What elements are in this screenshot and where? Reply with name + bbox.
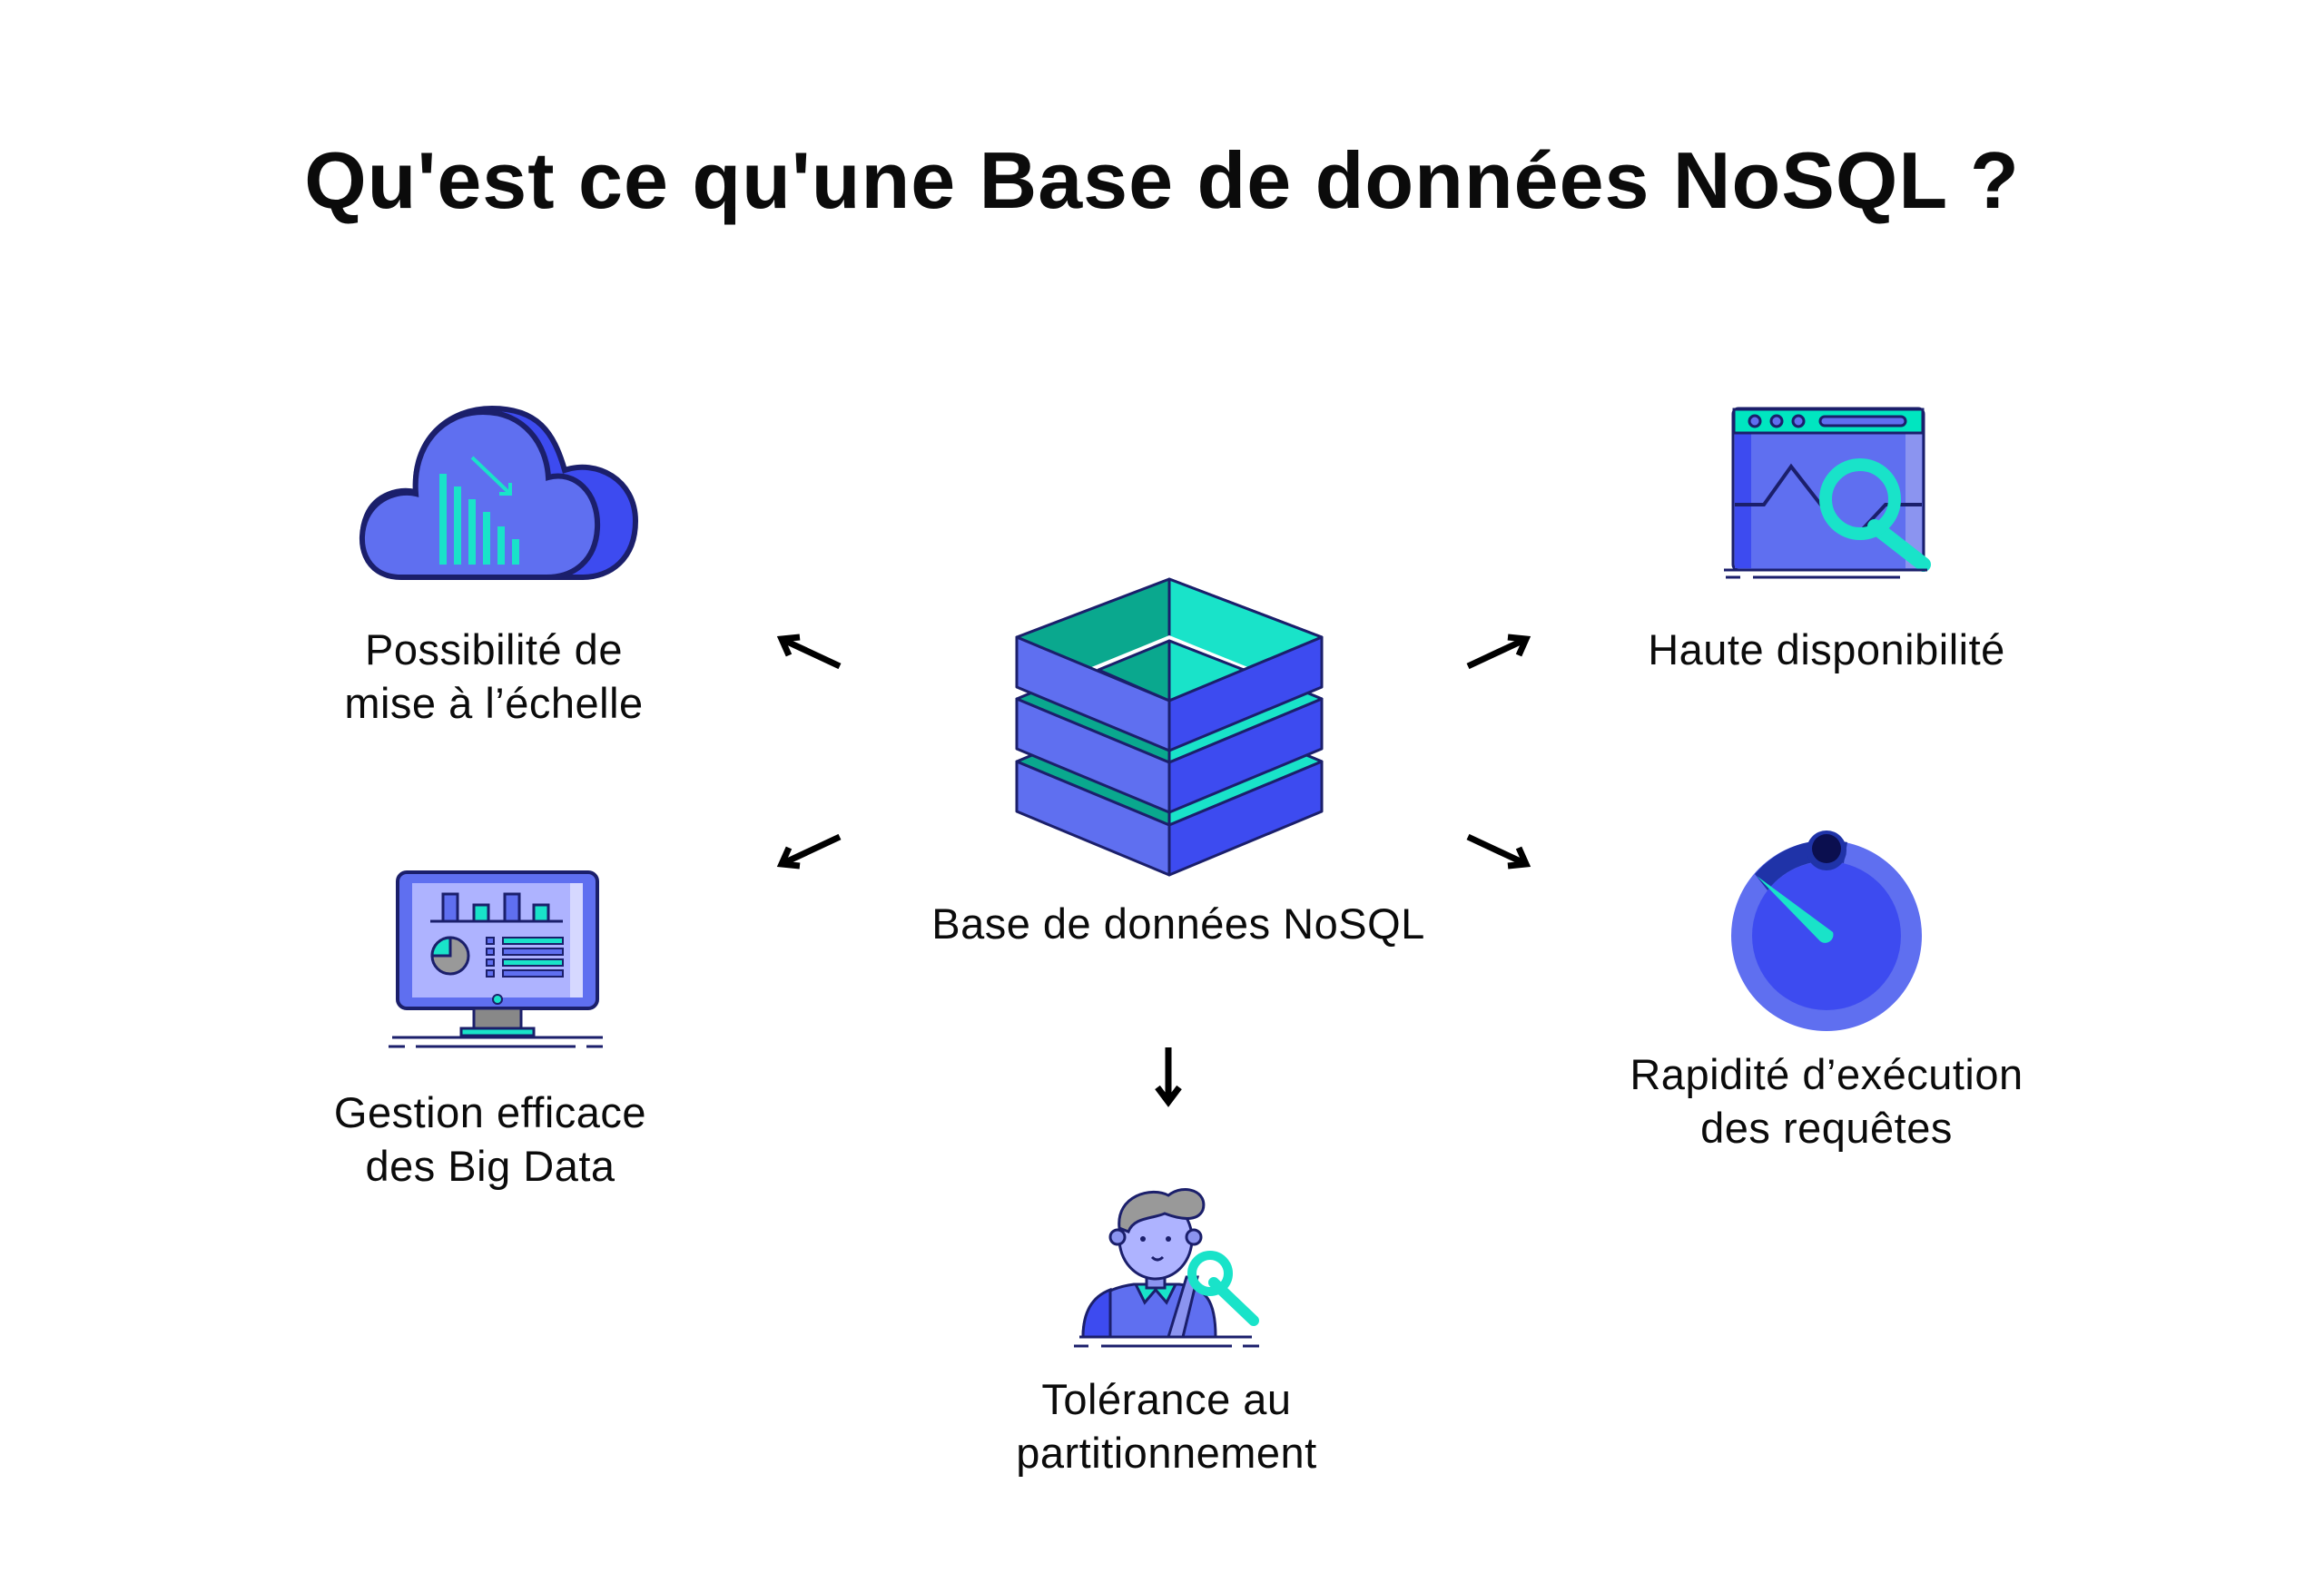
label-line: Tolérance au: [1041, 1375, 1292, 1423]
scalability-label: Possibilité de mise à l’échelle: [176, 623, 812, 730]
label-line: Rapidité d’exécution: [1630, 1050, 2024, 1098]
arrow-down-icon: [1155, 1047, 1182, 1107]
availability-label: Haute disponibilité: [1509, 623, 2144, 676]
arrow-up-right-icon: [1466, 634, 1531, 670]
center-label: Base de données NoSQL: [931, 899, 1425, 948]
big-data-label: Gestion efficace des Big Data: [172, 1086, 808, 1193]
person-magnifier-icon: [1074, 1187, 1259, 1348]
speedometer-icon: [1731, 830, 1922, 1031]
label-line: Haute disponibilité: [1648, 625, 2005, 673]
browser-magnifier-icon: [1724, 407, 1931, 579]
speed-label: Rapidité d’exécution des requêtes: [1509, 1047, 2144, 1155]
label-line: Gestion efficace: [333, 1088, 647, 1136]
label-line: mise à l’échelle: [344, 679, 644, 727]
database-stack-icon: [1015, 577, 1324, 877]
label-line: partitionnement: [1016, 1429, 1317, 1477]
label-line: Possibilité de: [365, 625, 623, 673]
label-line: des Big Data: [365, 1142, 615, 1190]
arrow-down-right-icon: [1466, 833, 1531, 870]
label-line: des requêtes: [1700, 1104, 1953, 1152]
cloud-chart-icon: [359, 405, 639, 580]
monitor-dashboard-icon: [389, 870, 603, 1048]
partition-label: Tolérance au partitionnement: [849, 1372, 1484, 1479]
arrow-down-left-icon: [776, 833, 842, 870]
page-title: Qu'est ce qu'une Base de données NoSQL ?: [304, 135, 2020, 225]
arrow-up-left-icon: [776, 634, 842, 670]
